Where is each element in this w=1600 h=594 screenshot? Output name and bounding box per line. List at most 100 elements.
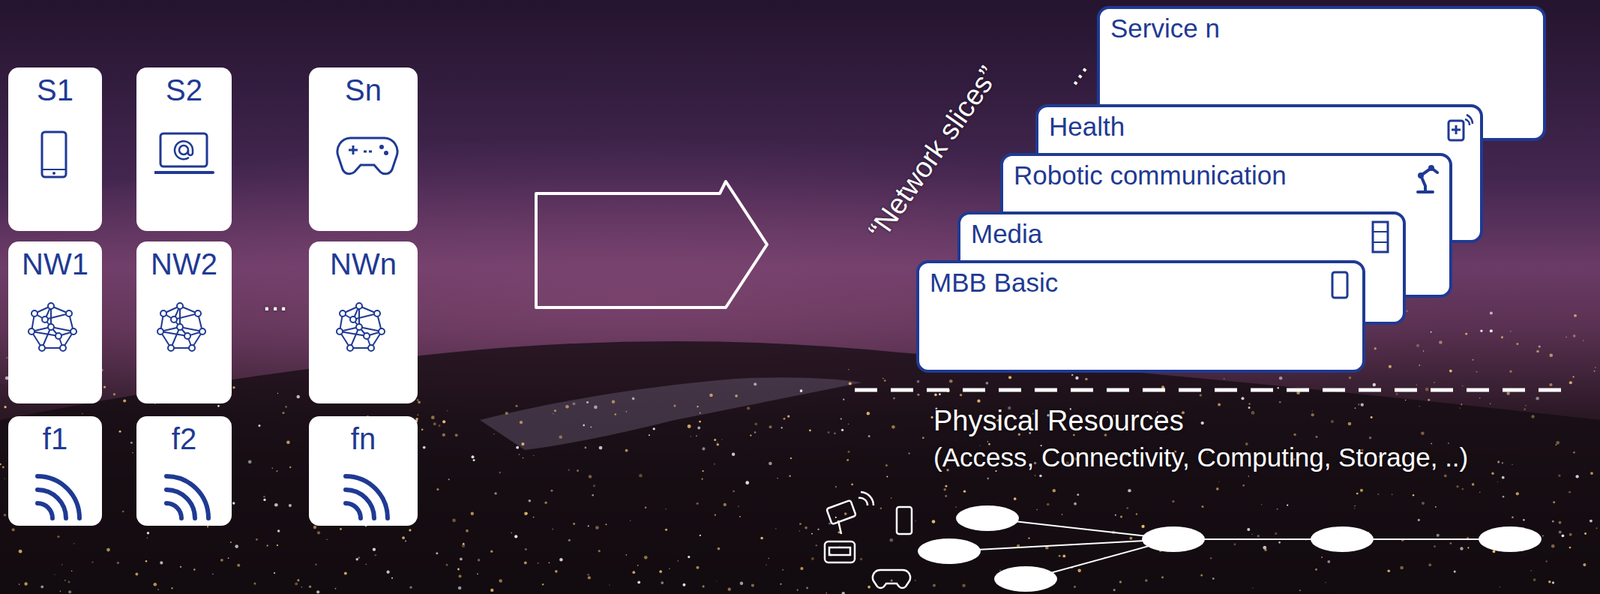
city-light (193, 568, 196, 571)
city-light (1552, 520, 1555, 523)
city-light (815, 544, 818, 547)
city-light (159, 560, 163, 564)
city-light (751, 583, 755, 587)
city-light (709, 393, 714, 398)
city-light (1405, 399, 1407, 402)
city-light (1348, 376, 1352, 379)
city-light (721, 439, 723, 441)
city-light (301, 586, 303, 588)
city-light (490, 550, 493, 553)
city-light (1573, 451, 1576, 454)
city-light (18, 583, 21, 585)
city-light (1248, 406, 1251, 409)
city-light (365, 563, 367, 565)
city-light (1533, 578, 1537, 582)
city-light (673, 404, 676, 408)
city-light (1073, 585, 1076, 588)
city-light (588, 474, 592, 478)
city-light (498, 578, 503, 583)
city-light (73, 542, 75, 545)
city-light (985, 381, 989, 385)
city-light (511, 532, 513, 534)
city-light (4, 405, 7, 408)
city-light (122, 510, 125, 513)
city-light (827, 431, 830, 434)
city-light (1511, 464, 1513, 465)
city-light (421, 428, 424, 431)
city-light (131, 452, 133, 453)
city-light (1200, 574, 1203, 577)
city-light (212, 573, 214, 576)
city-light (1573, 334, 1577, 338)
node-label: Health (1048, 111, 1125, 142)
city-light (629, 520, 631, 522)
city-light (1141, 524, 1145, 528)
city-light (1315, 435, 1318, 438)
city-light (565, 404, 570, 409)
city-light (840, 417, 842, 420)
city-light (842, 398, 845, 400)
city-light (130, 441, 133, 444)
city-light (1216, 487, 1220, 491)
city-light (476, 572, 479, 575)
city-light (665, 508, 666, 510)
city-light (1212, 577, 1215, 580)
city-light (1471, 482, 1475, 486)
city-light (728, 587, 732, 591)
city-light (1201, 421, 1205, 425)
city-light (1569, 380, 1573, 384)
city-light (1594, 366, 1596, 368)
city-light (687, 424, 692, 429)
city-light (1348, 422, 1352, 426)
city-light (817, 528, 819, 531)
city-light (1286, 503, 1289, 506)
city-light (866, 411, 870, 415)
city-light (68, 590, 72, 594)
city-light (1418, 364, 1421, 366)
city-light (882, 377, 884, 380)
city-light (765, 564, 767, 566)
node-label: Media (970, 218, 1043, 249)
city-light (442, 419, 446, 423)
city-light (1396, 392, 1399, 396)
city-light (775, 527, 777, 529)
city-light (626, 554, 628, 556)
city-light (1525, 404, 1526, 406)
city-light (1279, 401, 1282, 404)
city-light (401, 536, 405, 540)
city-light (1135, 512, 1138, 515)
city-light (1510, 330, 1512, 333)
city-light (1479, 491, 1481, 493)
network-slice-card: MBB Basic (916, 260, 1366, 373)
city-light (1387, 569, 1391, 573)
icon (25, 301, 93, 359)
city-light (648, 434, 651, 436)
city-light (1276, 508, 1279, 510)
city-light (644, 555, 648, 560)
city-light (1489, 311, 1493, 315)
city-light (134, 572, 138, 576)
city-light (1330, 419, 1334, 423)
city-light (316, 590, 320, 594)
city-light (1499, 586, 1501, 588)
city-light (477, 558, 480, 561)
city-light (1356, 492, 1359, 495)
city-light (582, 424, 585, 427)
city-light (949, 379, 953, 384)
city-light (828, 522, 831, 525)
city-light (1311, 413, 1315, 417)
icon (333, 301, 402, 359)
city-light (835, 516, 837, 519)
city-light (459, 557, 463, 561)
city-light (1261, 503, 1262, 505)
city-light (524, 512, 528, 516)
city-light (61, 563, 63, 565)
city-light (788, 474, 792, 477)
city-light (734, 394, 738, 398)
city-light (1075, 376, 1079, 380)
city-light (1129, 536, 1133, 540)
city-light (1360, 403, 1364, 407)
city-light (1509, 370, 1512, 373)
city-light (71, 569, 72, 571)
